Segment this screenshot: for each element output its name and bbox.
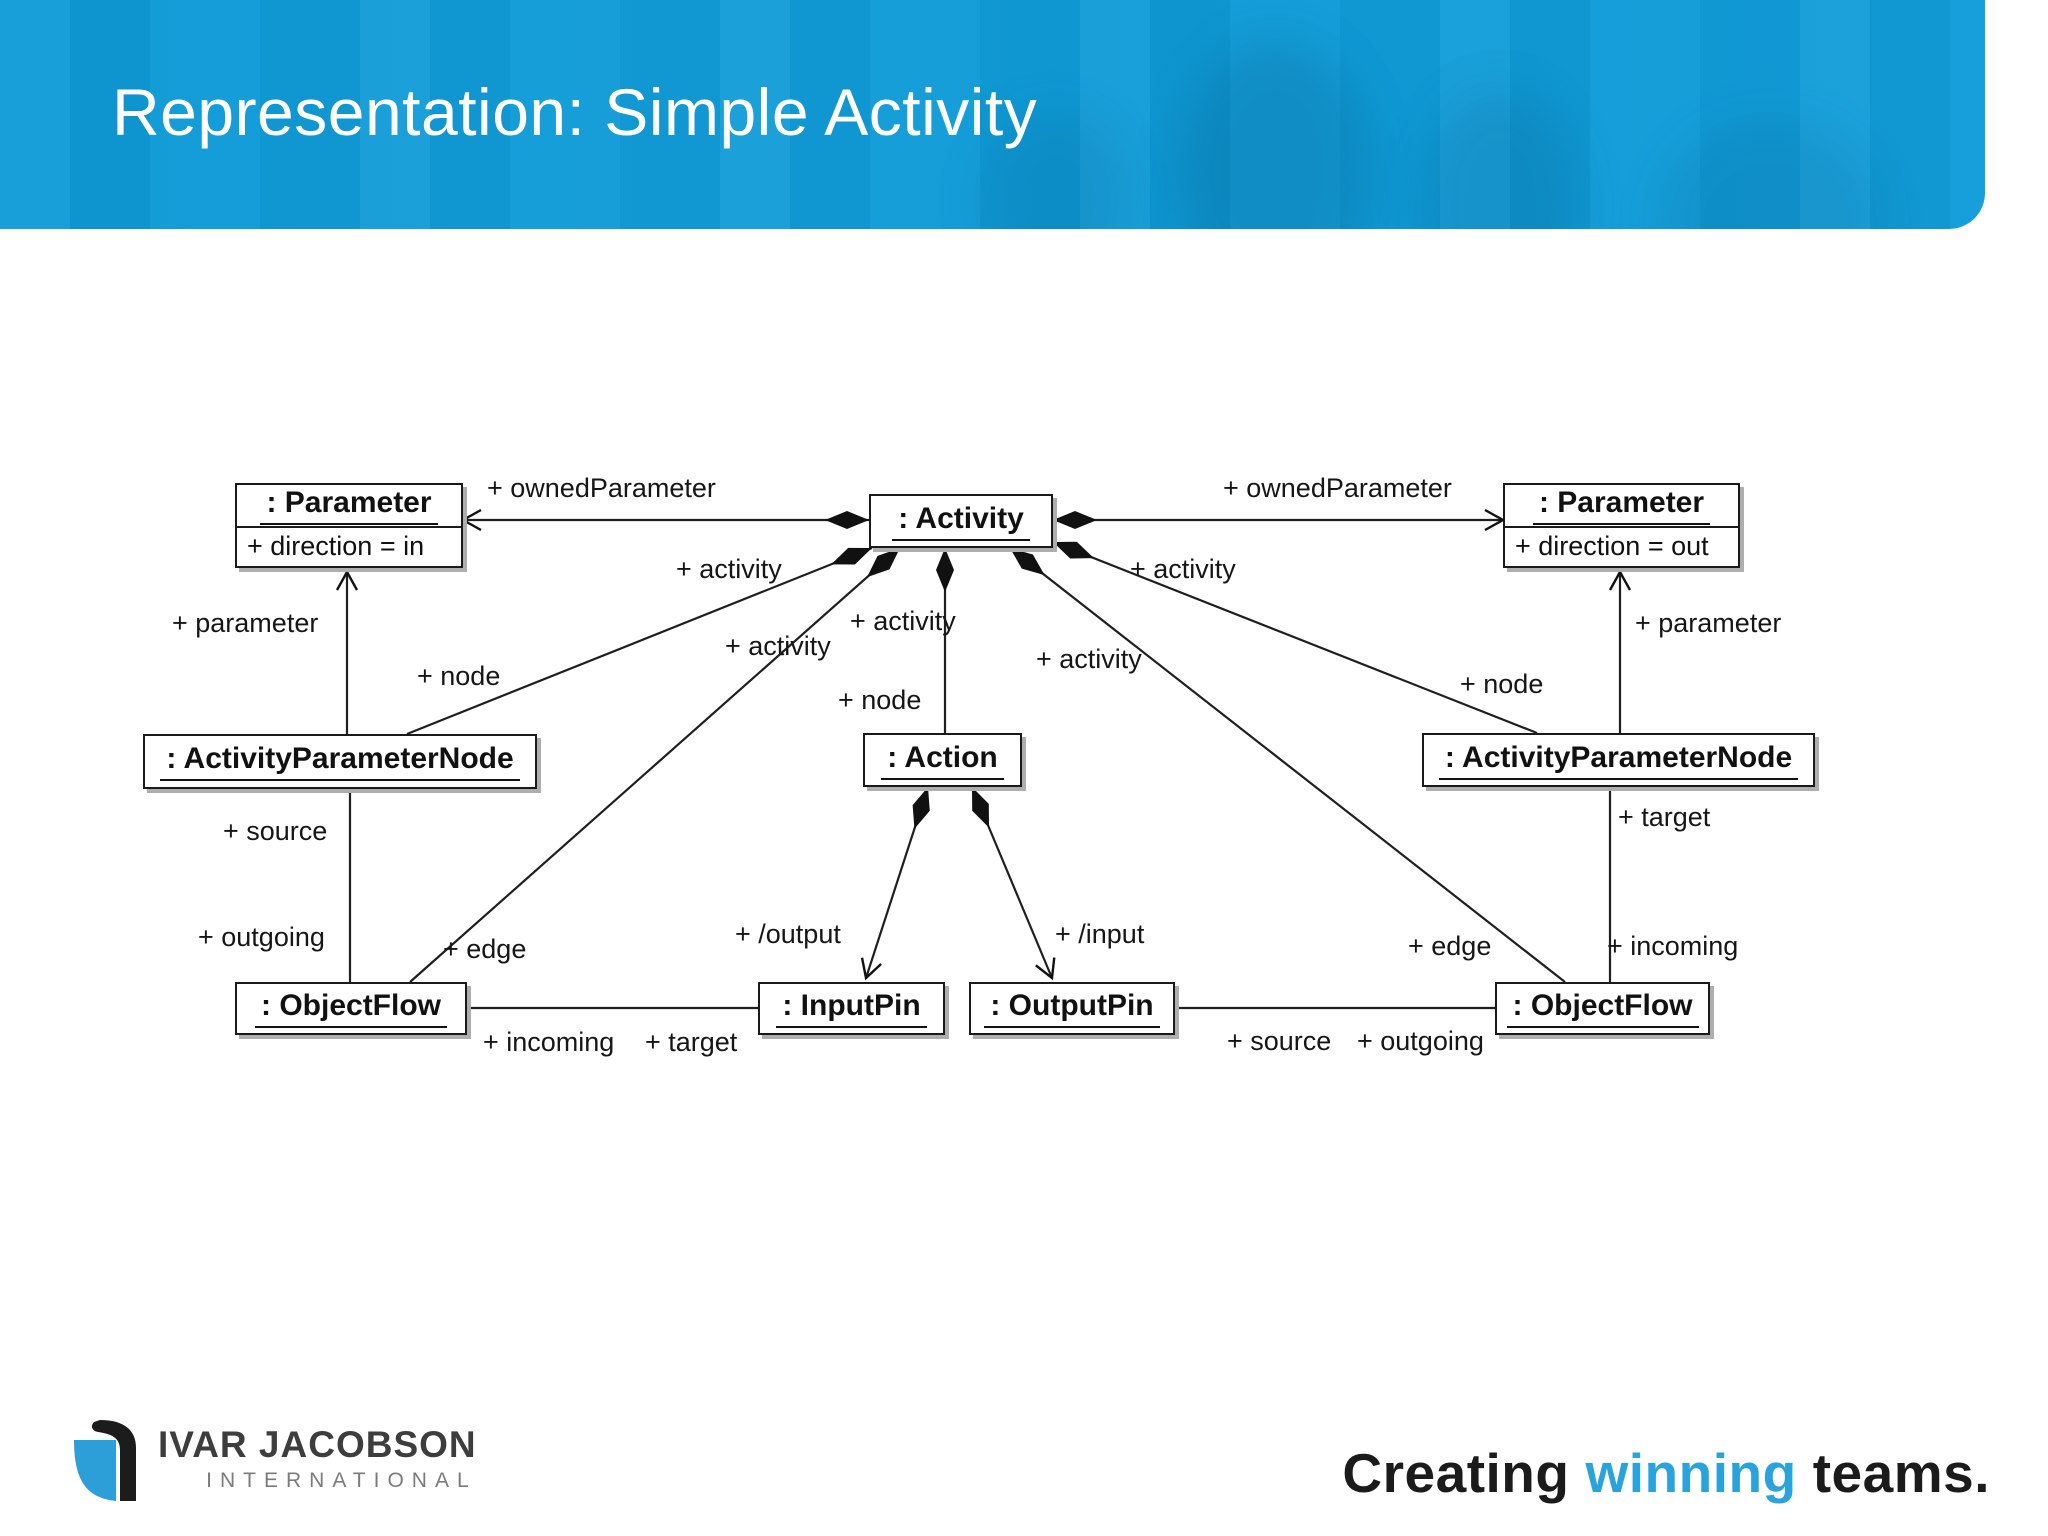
edge-label-parameter-right: + parameter xyxy=(1635,608,1782,638)
edge-label-node-mid: + node xyxy=(838,685,922,715)
edge-activity-node-apn-left xyxy=(406,546,873,736)
object-title: : ActivityParameterNode xyxy=(145,736,535,787)
edge-activity-edge-of-right xyxy=(1009,547,1566,983)
company-logo: IVAR JACOBSON INTERNATIONAL xyxy=(70,1418,477,1526)
object-title: : ObjectFlow xyxy=(1497,984,1708,1033)
edge-action-input-outputpin xyxy=(970,786,1056,981)
object-title: : InputPin xyxy=(760,984,943,1033)
edge-label-source-left: + source xyxy=(223,816,328,846)
edge-label-edge-right: + edge xyxy=(1408,931,1492,961)
edge-label-slash-input: + /input xyxy=(1055,919,1145,949)
edge-label-node-right: + node xyxy=(1460,669,1544,699)
object-title: : OutputPin xyxy=(971,984,1173,1033)
edge-label-activity-d: + activity xyxy=(1036,644,1142,674)
edge-label-parameter-left: + parameter xyxy=(172,608,319,638)
edge-activity-edge-of-left xyxy=(409,547,901,983)
brand-name: IVAR JACOBSON xyxy=(158,1424,477,1465)
tagline-part2: teams. xyxy=(1812,1442,1990,1504)
object-title: : ActivityParameterNode xyxy=(1424,735,1813,785)
logo-text: IVAR JACOBSON INTERNATIONAL xyxy=(158,1426,477,1491)
uml-object-activity: : Activity xyxy=(869,494,1053,548)
edge-label-slash-output: + /output xyxy=(735,919,841,949)
uml-object-objectflow-right: : ObjectFlow xyxy=(1495,982,1710,1035)
uml-object-outputpin: : OutputPin xyxy=(969,982,1175,1035)
ivar-jacobson-logo-icon xyxy=(74,1420,136,1501)
edge-label-activity-b: + activity xyxy=(725,631,831,661)
uml-object-activityparameternode-right: : ActivityParameterNode xyxy=(1422,733,1815,787)
edge-action-output-inputpin xyxy=(860,786,930,981)
edge-label-activity-e: + activity xyxy=(1130,554,1236,584)
object-attribute: + direction = in xyxy=(237,526,461,566)
edge-label-activity-c: + activity xyxy=(850,606,956,636)
object-title: : Parameter xyxy=(1505,485,1738,526)
object-title: : ObjectFlow xyxy=(237,984,465,1033)
edge-label-activity-a: + activity xyxy=(676,554,782,584)
edge-label-edge-left: + edge xyxy=(443,934,527,964)
edge-label-target-right: + target xyxy=(1618,802,1711,832)
edge-label-ownedparameter-left: + ownedParameter xyxy=(487,473,716,503)
edge-label-node-left: + node xyxy=(417,661,501,691)
tagline-part1: Creating xyxy=(1342,1442,1570,1504)
object-title: : Activity xyxy=(871,496,1051,546)
edge-label-outgoing-bottom: + outgoing xyxy=(1357,1026,1484,1056)
page-title: Representation: Simple Activity xyxy=(112,75,1038,149)
header-banner: Representation: Simple Activity xyxy=(0,0,1985,229)
edge-label-outgoing-left: + outgoing xyxy=(198,922,325,952)
object-attribute: + direction = out xyxy=(1505,526,1738,566)
header-texture xyxy=(0,0,1985,229)
brand-subtitle: INTERNATIONAL xyxy=(206,1469,477,1492)
object-title: : Action xyxy=(865,735,1020,785)
edge-label-ownedparameter-right: + ownedParameter xyxy=(1223,473,1452,503)
uml-object-parameter-out: : Parameter + direction = out xyxy=(1503,483,1740,568)
uml-object-objectflow-left: : ObjectFlow xyxy=(235,982,467,1035)
edge-label-source-bottom: + source xyxy=(1227,1026,1332,1056)
edge-label-target-bottom: + target xyxy=(645,1027,738,1057)
edge-label-incoming-right: + incoming xyxy=(1607,931,1739,961)
edge-label-incoming-bottom: + incoming xyxy=(483,1027,615,1057)
object-title: : Parameter xyxy=(237,485,461,526)
uml-object-inputpin: : InputPin xyxy=(758,982,945,1035)
uml-object-parameter-in: : Parameter + direction = in xyxy=(235,483,463,568)
uml-object-activityparameternode-left: : ActivityParameterNode xyxy=(143,734,537,789)
tagline-highlight: winning xyxy=(1585,1442,1797,1504)
uml-object-action: : Action xyxy=(863,733,1022,787)
edge-activity-node-apn-right xyxy=(1052,540,1538,735)
